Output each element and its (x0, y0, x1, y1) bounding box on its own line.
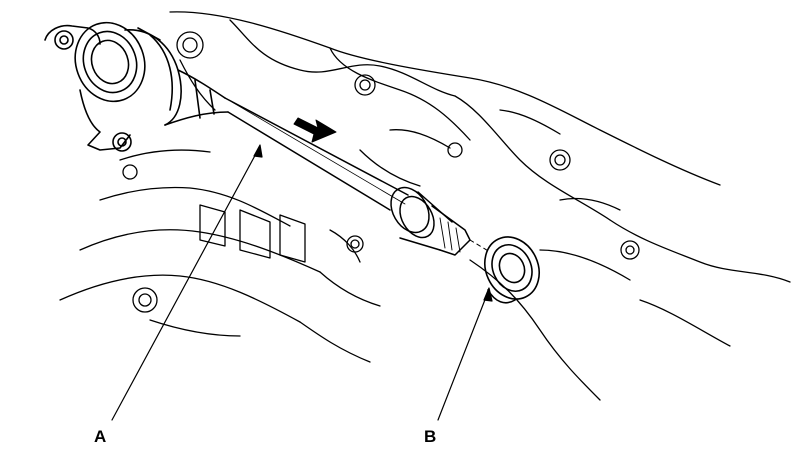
callout-label-b: B (424, 427, 437, 446)
outboard-cv-joint (44, 21, 229, 152)
direction-arrow-icon (293, 117, 337, 143)
inboard-spline-end (390, 186, 491, 256)
callout-leader-lines (111, 144, 493, 421)
transmission-housing (59, 11, 791, 401)
callout-label-a: A (94, 427, 107, 446)
oil-seal (484, 236, 540, 304)
drive-shaft (224, 97, 409, 211)
mounting-holes (122, 31, 640, 313)
